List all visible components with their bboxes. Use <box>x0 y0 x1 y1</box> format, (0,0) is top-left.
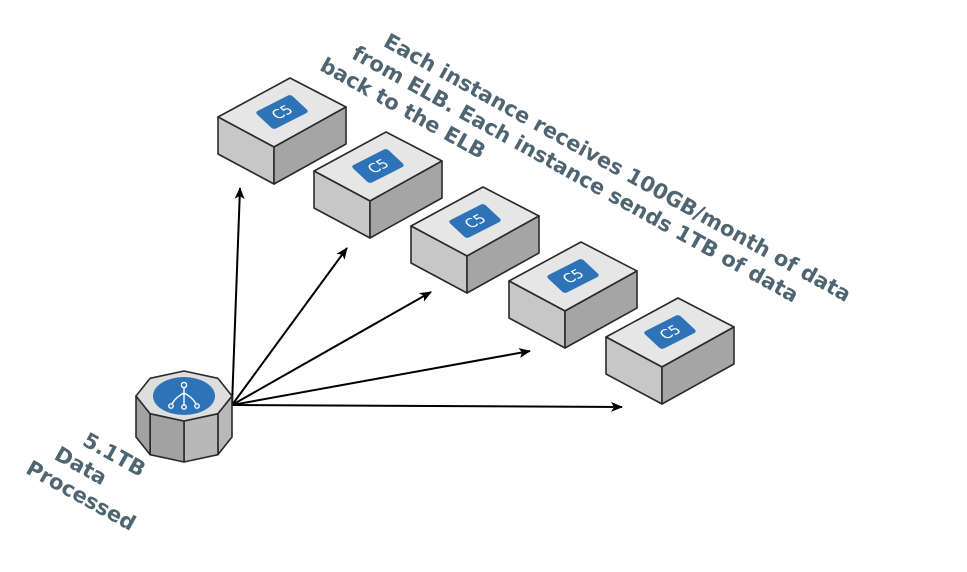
c5-badge: C5 <box>352 149 404 183</box>
instance-c5-1[interactable]: C5 <box>217 77 347 185</box>
instance-label: C5 <box>269 103 298 123</box>
instance-c5-4[interactable]: C5 <box>508 241 638 349</box>
elb-icon[interactable] <box>153 377 215 415</box>
arrows-group <box>231 187 623 412</box>
instance-label: C5 <box>560 267 589 287</box>
cube-right-face <box>273 106 347 185</box>
arrow-to-instance-1 <box>231 187 245 406</box>
c5-badge: C5 <box>644 315 696 349</box>
elb-side-face <box>149 412 185 463</box>
c5-badge: C5 <box>547 259 599 293</box>
instance-label: C5 <box>365 157 394 177</box>
elb-side-face <box>183 412 219 463</box>
cube-right-face <box>466 215 540 294</box>
instance-c5-5[interactable]: C5 <box>605 297 735 405</box>
c5-badge: C5 <box>256 95 308 129</box>
instance-c5-2[interactable]: C5 <box>313 131 443 239</box>
c5-badge: C5 <box>449 204 501 238</box>
cube-right-face <box>564 270 638 349</box>
cube-right-face <box>661 326 735 405</box>
instance-label: C5 <box>462 212 491 232</box>
instance-c5-3[interactable]: C5 <box>410 186 540 294</box>
arrow-to-instance-3 <box>231 291 432 406</box>
arrow-to-instance-4 <box>231 348 531 406</box>
arrow-to-instance-2 <box>231 247 348 406</box>
arrow-to-instance-5 <box>231 401 623 412</box>
cube-right-face <box>369 160 443 239</box>
instance-label: C5 <box>657 323 686 343</box>
load-balancer <box>135 370 233 463</box>
